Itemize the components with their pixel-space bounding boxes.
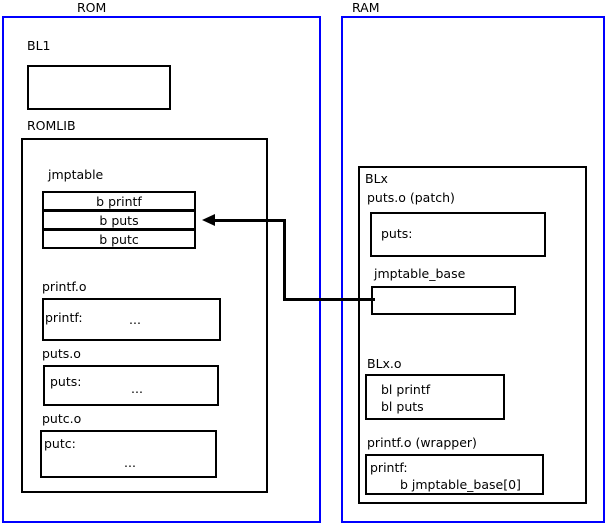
ram-puts-patch-symbol: puts: [381, 226, 413, 241]
jmptable-entry-2-label: b putc [99, 232, 139, 247]
rom-puts-o-box: puts: ... [43, 365, 219, 406]
rom-puts-o-caption: puts.o [42, 346, 81, 361]
rom-puts-symbol: puts: [50, 374, 82, 389]
rom-printf-o-box: printf: ... [42, 298, 221, 341]
rom-putc-symbol: putc: [44, 436, 76, 451]
rom-printf-body: ... [129, 312, 141, 327]
rom-putc-body: ... [124, 455, 136, 470]
blx-o-line-1: bl printf [381, 382, 431, 397]
bl1-box [27, 65, 171, 110]
jmptable-entry-1-label: b puts [99, 213, 139, 228]
printf-wrapper-symbol: printf: [370, 460, 408, 475]
connector-arrowhead-icon [202, 214, 215, 226]
rom-printf-symbol: printf: [45, 310, 83, 325]
blx-o-caption: BLx.o [367, 356, 402, 371]
connector-segment-vertical [283, 219, 286, 301]
romlib-caption: ROMLIB [27, 118, 76, 133]
blx-o-box: bl printf bl puts [365, 374, 505, 420]
blx-o-line-2: bl puts [381, 399, 424, 414]
jmptable-entry-0-box: b printf [42, 191, 196, 211]
rom-puts-body: ... [131, 381, 143, 396]
connector-segment-horizontal-upper [214, 219, 285, 222]
connector-stub-right [371, 298, 375, 301]
jmptable-entry-2-box: b putc [42, 229, 196, 249]
rom-printf-o-caption: printf.o [42, 279, 87, 294]
jmptable-base-caption: jmptable_base [374, 266, 466, 281]
blx-caption: BLx [365, 171, 388, 186]
ram-puts-patch-box: puts: [370, 212, 546, 257]
ram-puts-patch-caption: puts.o (patch) [367, 190, 455, 205]
rom-region-label: ROM [77, 0, 107, 15]
jmptable-base-box [371, 286, 516, 315]
rom-putc-o-caption: putc.o [42, 411, 82, 426]
rom-putc-o-box: putc: ... [40, 430, 217, 478]
ram-region-label: RAM [352, 0, 380, 15]
jmptable-entry-0-label: b printf [96, 194, 142, 209]
bl1-caption: BL1 [27, 38, 51, 53]
connector-segment-horizontal-lower [283, 298, 373, 301]
printf-wrapper-instruction: b jmptable_base[0] [400, 477, 521, 492]
ram-region-box [341, 16, 605, 523]
jmptable-caption: jmptable [48, 167, 104, 182]
rom-region-box [2, 16, 321, 523]
jmptable-entry-1-box: b puts [42, 210, 196, 230]
printf-wrapper-box: printf: b jmptable_base[0] [365, 454, 544, 495]
printf-wrapper-caption: printf.o (wrapper) [367, 435, 477, 450]
